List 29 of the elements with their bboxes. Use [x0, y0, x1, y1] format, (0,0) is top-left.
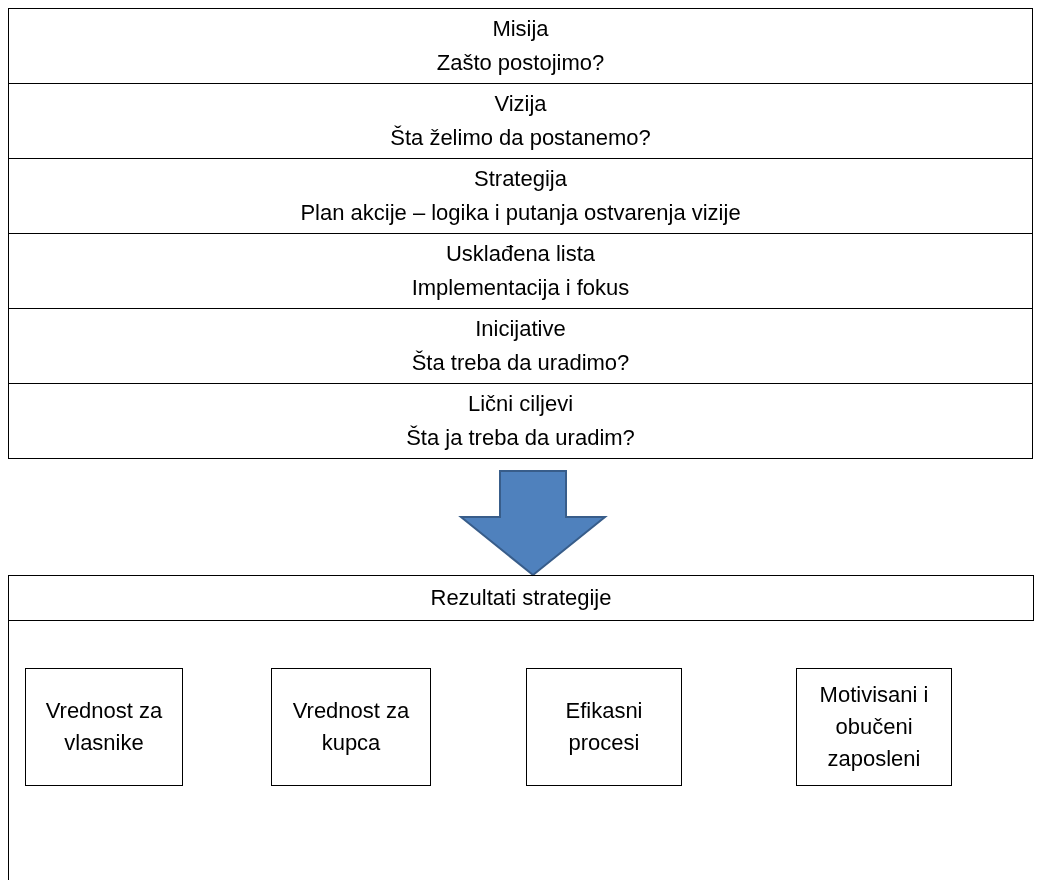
row-heading: Vizija — [493, 90, 548, 118]
row-heading: Usklađena lista — [444, 240, 597, 268]
row-text: Šta ja treba da uradim? — [405, 424, 636, 452]
box-label: Vrednost za kupca — [291, 697, 411, 757]
row-heading: Strategija — [473, 165, 568, 193]
table-row — [8, 233, 1033, 309]
box-label: Efikasni procesi — [564, 697, 644, 757]
row-heading: Inicijative — [474, 315, 567, 343]
box-label: Motivisani i obučeni zaposleni — [818, 681, 930, 773]
table-row — [8, 83, 1033, 159]
row-text: Plan akcije – logika i putanja ostvarenja vizije — [299, 199, 742, 227]
result-box — [25, 668, 183, 786]
row-text: Zašto postojimo? — [435, 49, 606, 77]
block-arrow — [458, 470, 608, 577]
result-box — [526, 668, 682, 786]
row-text: Šta želimo da postanemo? — [389, 124, 652, 152]
table-row — [8, 383, 1033, 459]
result-box — [271, 668, 431, 786]
row-text: Implementacija i fokus — [410, 274, 631, 302]
row-heading: Lični ciljevi — [466, 390, 575, 418]
row-text: Šta treba da uradimo? — [410, 349, 631, 377]
table-row — [8, 8, 1033, 84]
panel-heading: Rezultati strategije — [9, 576, 1034, 621]
box-label: Vrednost za vlasnike — [44, 697, 164, 757]
row-heading: Misija — [491, 15, 550, 43]
table-row — [8, 308, 1033, 384]
result-box — [796, 668, 952, 786]
table-row — [8, 158, 1033, 234]
results-panel — [8, 575, 1034, 880]
